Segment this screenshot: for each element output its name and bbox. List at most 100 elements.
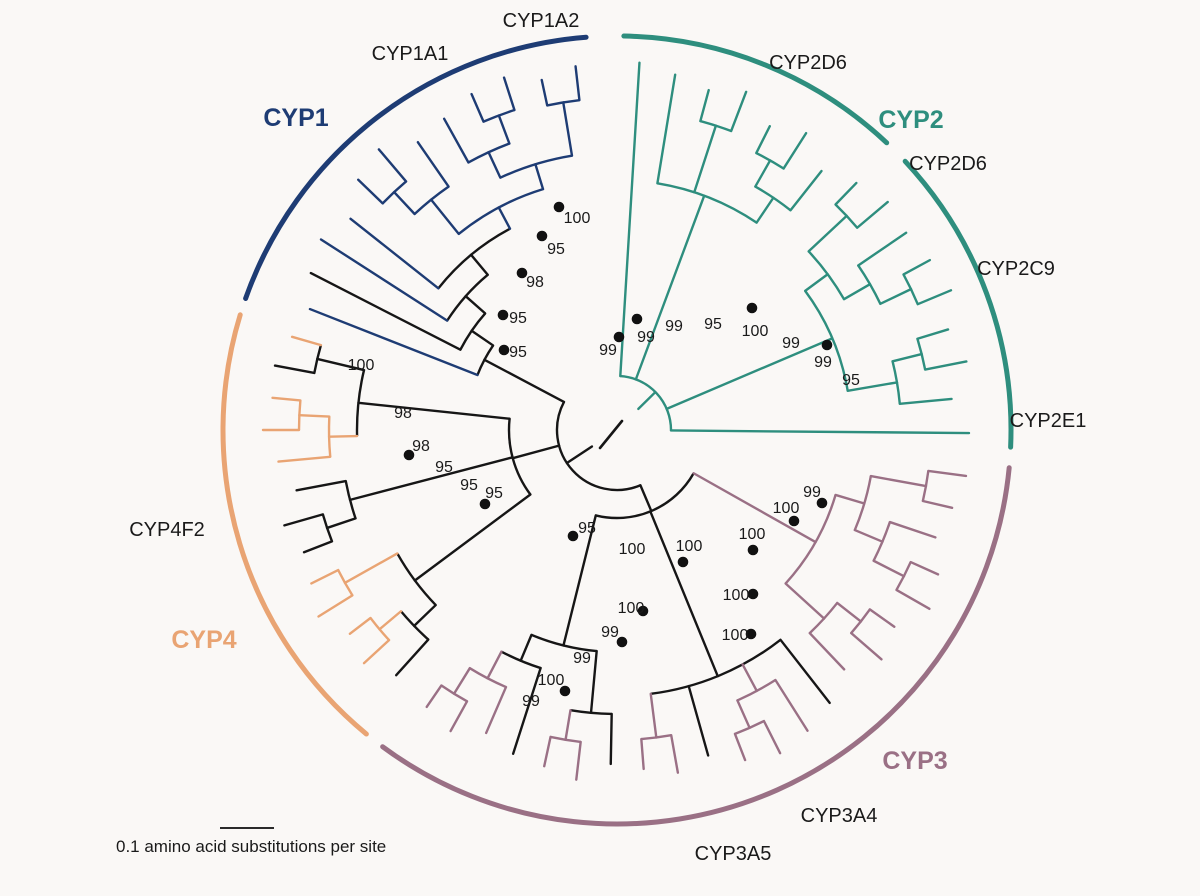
tree-tip-branch [762, 719, 782, 755]
bootstrap-node-dot [745, 628, 757, 640]
tree-tip-branch [502, 76, 516, 112]
tree-branch [487, 151, 502, 179]
clade-label-CYP1: CYP1 [263, 104, 328, 132]
bootstrap-value: 99 [522, 693, 540, 710]
tree-branch [470, 329, 495, 347]
tree-node-arc [396, 552, 437, 606]
tree-branch [534, 163, 545, 191]
tree-node-arc [467, 142, 510, 164]
tree-tip-branch [290, 335, 323, 347]
bootstrap-value: 100 [739, 526, 766, 543]
tree-branch [639, 484, 653, 513]
tree-branch [519, 633, 533, 662]
bootstrap-value: 95 [547, 241, 565, 258]
tree-tip-branch [923, 360, 968, 371]
bootstrap-value: 100 [676, 538, 703, 555]
tree-tip-branch [349, 217, 440, 290]
tree-branch [429, 198, 460, 236]
tree-branch [755, 196, 775, 224]
clade-label-CYP4: CYP4 [171, 626, 236, 654]
bootstrap-node-dot [559, 685, 571, 697]
clade-arc-teal [902, 158, 1014, 450]
tree-tip-branch [319, 238, 449, 322]
tree-node-arc [857, 264, 882, 305]
bootstrap-value: 95 [842, 372, 860, 389]
bootstrap-value: 99 [665, 318, 683, 335]
gene-label-CYP2D6: CYP2D6 [769, 52, 847, 74]
bootstrap-node-dot [497, 309, 509, 321]
tree-node-arc [650, 638, 782, 696]
tree-tip-branch [283, 513, 325, 527]
tree-tip-branch [425, 684, 443, 709]
bootstrap-value: 99 [803, 484, 821, 501]
tree-node-arc [440, 684, 468, 703]
tree-tip-branch [729, 90, 748, 133]
tree-tip-branch [309, 271, 462, 351]
bootstrap-node-dot [821, 339, 833, 351]
tree-node-arc [437, 227, 511, 290]
tree-node-arc [476, 344, 495, 376]
tree-node-arc [895, 561, 912, 591]
tree-node-arc [804, 290, 849, 391]
tree-branch [736, 699, 751, 730]
tree-branch [316, 357, 366, 372]
bootstrap-node-dot [637, 605, 649, 617]
tree-tip-branch [310, 568, 340, 585]
tree-node-arc [734, 719, 765, 736]
tree-node-arc [337, 569, 354, 596]
tree-node-arc [872, 521, 892, 562]
tree-tip-branch [898, 397, 953, 405]
tree-branch [842, 283, 872, 301]
bootstrap-value: 99 [814, 354, 832, 371]
bootstrap-node-dot [747, 544, 759, 556]
bootstrap-value: 95 [485, 485, 503, 502]
tree-node-arc [369, 617, 390, 641]
tree-tip-branch [669, 429, 971, 435]
tree-branch [511, 444, 561, 460]
bootstrap-value: 100 [538, 672, 565, 689]
tree-tip-branch [273, 364, 316, 375]
gene-label-CYP3A5: CYP3A5 [695, 843, 772, 865]
gene-label-CYP2C9: CYP2C9 [977, 258, 1055, 280]
tree-node-arc [850, 608, 871, 634]
bootstrap-value: 99 [573, 650, 591, 667]
tree-branch [649, 692, 658, 739]
tree-tip-branch [484, 685, 508, 735]
tree-tip-branch [619, 61, 641, 378]
tree-node-arc [483, 108, 515, 123]
tree-branch [846, 381, 899, 392]
tree-tip-branch [511, 666, 542, 755]
bootstrap-value: 100 [742, 323, 769, 340]
tree-branch [634, 194, 706, 381]
bootstrap-node-dot [498, 344, 510, 356]
tree-node-arc [555, 401, 641, 492]
bootstrap-value: 99 [599, 342, 617, 359]
tree-node-arc [754, 185, 792, 212]
scale-bar-label: 0.1 amino acid substitutions per site [116, 837, 387, 856]
tree-node-arc [327, 416, 332, 457]
tree-node-arc [446, 273, 489, 322]
tree-branch [343, 552, 399, 585]
bootstrap-value: 100 [618, 600, 645, 617]
tree-node-arc [902, 273, 919, 305]
clade-arc-mauve [380, 465, 1012, 827]
tree-tip-branch [308, 307, 479, 377]
tree-tip-branch [855, 200, 889, 229]
tree-branch [562, 101, 574, 157]
tree-tip-branch [574, 65, 581, 102]
tree-tip-branch [442, 117, 470, 164]
bootstrap-value: 98 [394, 405, 412, 422]
tree-branch [412, 603, 437, 628]
bootstrap-node-dot [536, 230, 548, 242]
tree-node-arc [620, 374, 673, 431]
tree-branch [834, 493, 866, 505]
clade-label-CYP3: CYP3 [882, 747, 947, 775]
tree-node-arc [413, 185, 450, 215]
tree-branch [565, 445, 594, 465]
tree-node-arc [784, 494, 837, 585]
gene-label-CYP1A2: CYP1A2 [503, 10, 580, 32]
tree-branch [754, 159, 772, 188]
bootstrap-node-dot [403, 449, 415, 461]
gene-label-CYP2D6: CYP2D6 [909, 153, 987, 175]
